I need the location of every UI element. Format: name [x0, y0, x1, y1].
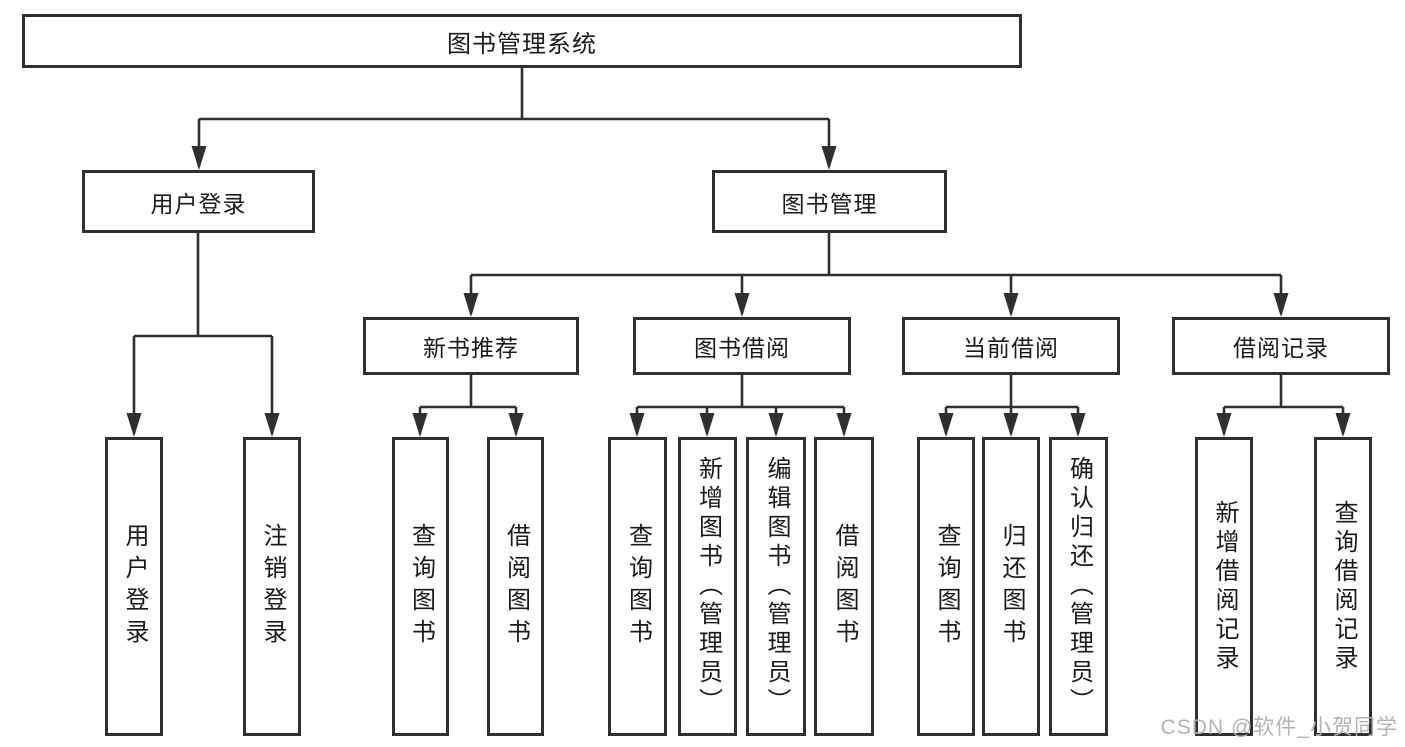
arrowheads	[126, 119, 1351, 437]
node-new-book-recommend: 新书推荐	[363, 317, 579, 375]
leaf-borrow-books: 借阅图书	[814, 437, 874, 736]
node-user-login-module: 用户登录	[82, 170, 315, 233]
leaf-add-borrow-record: 新增借阅记录	[1195, 437, 1253, 736]
leaf-logout: 注销登录	[243, 437, 301, 736]
leaf-borrow-books-recommend: 借阅图书	[487, 437, 544, 736]
leaf-query-books-borrow: 查询图书	[608, 437, 667, 736]
leaf-add-book-admin: 新增图书（管理员）	[678, 437, 737, 736]
leaf-query-books-recommend: 查询图书	[392, 437, 449, 736]
leaf-user-login: 用户登录	[105, 437, 163, 736]
node-current-borrow: 当前借阅	[902, 317, 1120, 375]
node-borrow-records: 借阅记录	[1172, 317, 1390, 375]
tree-lines	[134, 68, 1343, 409]
csdn-watermark: CSDN @软件_小贺同学	[1160, 716, 1398, 739]
leaf-query-borrow-record: 查询借阅记录	[1314, 437, 1372, 736]
node-system-root: 图书管理系统	[22, 14, 1022, 68]
leaf-edit-book-admin: 编辑图书（管理员）	[746, 437, 806, 736]
leaf-query-books-current: 查询图书	[917, 437, 975, 736]
leaf-return-books: 归还图书	[982, 437, 1040, 736]
leaf-confirm-return-admin: 确认归还（管理员）	[1049, 437, 1108, 736]
node-book-borrow: 图书借阅	[633, 317, 851, 375]
node-book-management-module: 图书管理	[712, 170, 947, 233]
